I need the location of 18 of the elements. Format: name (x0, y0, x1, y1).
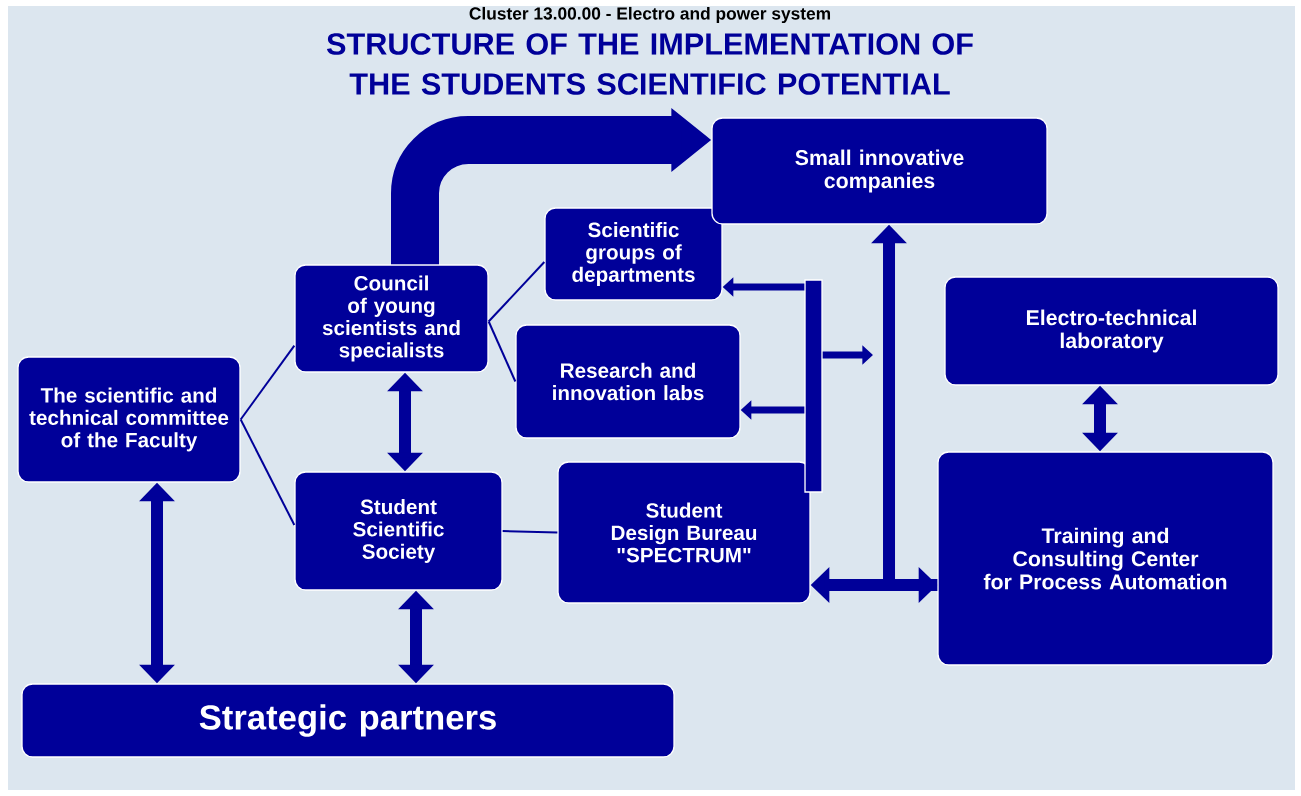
council-box: Council of young scientists and specialists (294, 264, 489, 373)
companies-box: Small innovative companies (711, 117, 1048, 225)
connector-line (239, 418, 296, 526)
society-box: Student Scientific Society (294, 471, 503, 591)
connector-line (501, 530, 559, 534)
bar (804, 279, 823, 493)
committee-box: The scientific and technical committee of the Faculty (17, 356, 241, 483)
subtitle: Cluster 13.00.00 - Electro and power system (469, 6, 830, 24)
laboratory-box: Electro-technical laboratory (944, 276, 1279, 386)
connector-line (487, 320, 517, 383)
labs-box: Research and innovation labs (515, 324, 741, 439)
partners-box: Strategic partners (21, 683, 675, 758)
connector-line (239, 344, 296, 421)
groups-box: Scientific groups of departments (544, 207, 723, 301)
bureau-box: Student Design Bureau "SPECTRUM" (557, 461, 811, 604)
center-box: Training and Consulting Center for Process Automation (937, 451, 1274, 666)
title: STRUCTURE OF THE IMPLEMENTATION OF THE STUDENTS SCIENTIFIC POTENTIAL (326, 33, 973, 95)
connector-line (487, 261, 546, 323)
